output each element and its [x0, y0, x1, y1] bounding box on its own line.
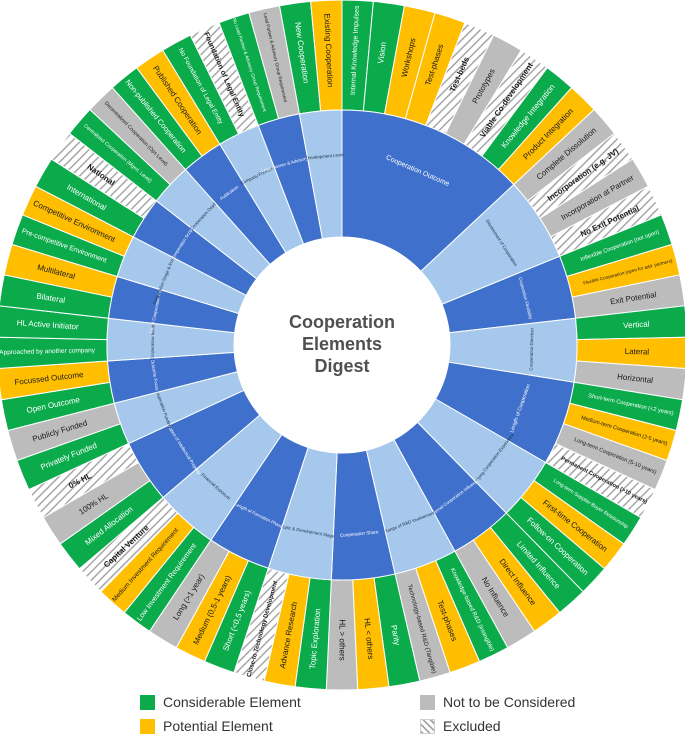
center-hole [234, 237, 450, 453]
element-label-cooperation-outcome-0: Internal Knowledge Impulses [350, 5, 361, 95]
group-label-cooperation-share: Cooperation Share [340, 529, 379, 538]
group-label-development-level: Development Level [306, 152, 344, 160]
group-label-cooperation-direction: Cooperation Direction [528, 327, 534, 370]
legend-label-excluded: Excluded [443, 718, 501, 734]
element-label-development-level-1: Existing Cooperation [322, 13, 334, 87]
element-label-cooperation-share-0: Parity [389, 624, 402, 646]
legend-swatch-potential [140, 718, 155, 734]
element-label-cooperation-initiator-0: Approached by another company [0, 347, 96, 356]
center-title-line-1: Cooperation [289, 312, 395, 332]
element-label-cooperation-direction-0: Vertical [623, 319, 650, 330]
legend-swatch-excluded [420, 718, 435, 734]
element-label-cooperation-direction-1: Lateral [625, 347, 650, 357]
legend-label-not-considered: Not to be Considered [443, 694, 576, 710]
element-label-cooperation-share-1: HL < others [362, 618, 375, 660]
legend-label-potential: Potential Element [163, 718, 273, 734]
legend-potential: Potential Element [140, 718, 273, 734]
center-title-line-3: Digest [314, 356, 369, 376]
legend-label-considerable: Considerable Element [163, 694, 301, 710]
element-label-cooperation-initiator-1: HL Active Initiator [16, 318, 79, 331]
legend-not-considered: Not to be Considered [420, 694, 575, 710]
legend-swatch-not-considered [420, 694, 435, 710]
legend-excluded: Excluded [420, 718, 501, 734]
legend: Considerable Element Potential Element N… [0, 690, 685, 736]
group-label-cooperation-initiator: Cooperation Initiator [150, 320, 156, 360]
element-label-cooperation-outcome-1: Vision [376, 41, 388, 64]
group-label-outcome-focus: Outcome Focus [150, 359, 160, 391]
center-title-line-2: Elements [302, 334, 382, 354]
element-label-cooperation-share-2: HL > others [338, 619, 347, 660]
legend-considerable: Considerable Element [140, 694, 301, 710]
element-label-cooperation-direction-2: Horizontal [617, 372, 654, 385]
legend-swatch-considerable [140, 694, 155, 710]
